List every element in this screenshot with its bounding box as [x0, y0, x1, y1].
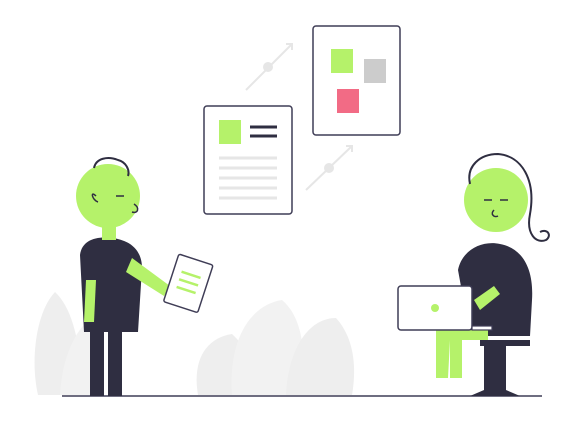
left-leg	[90, 326, 104, 396]
document-card-icon	[203, 105, 293, 215]
hair	[93, 157, 130, 177]
doc-thumbnail	[219, 120, 241, 144]
held-document-icon	[163, 253, 214, 313]
swatch-green	[331, 49, 353, 73]
connector-icon	[305, 145, 353, 191]
plant-center-b	[231, 300, 304, 395]
legs	[436, 330, 488, 378]
person-standing	[76, 157, 214, 396]
plant-center-c	[286, 318, 355, 395]
nose	[131, 203, 139, 214]
laptop-logo	[431, 304, 439, 312]
connector-icon	[245, 43, 293, 91]
head	[76, 164, 140, 228]
ear	[91, 193, 99, 203]
hair	[468, 152, 550, 242]
swatch-gray	[364, 59, 386, 83]
palette-card-icon	[312, 25, 401, 136]
head	[464, 168, 528, 232]
arm-right	[126, 258, 170, 296]
background-plants	[34, 292, 355, 395]
arm	[474, 286, 500, 310]
right-leg	[108, 326, 122, 396]
torso	[80, 237, 142, 332]
arm-left	[84, 280, 96, 322]
chair	[470, 340, 530, 396]
shin	[450, 338, 462, 378]
swatch-pink	[337, 89, 359, 113]
laptop-icon	[397, 285, 493, 331]
person-sitting	[397, 152, 550, 396]
nose	[491, 209, 499, 218]
